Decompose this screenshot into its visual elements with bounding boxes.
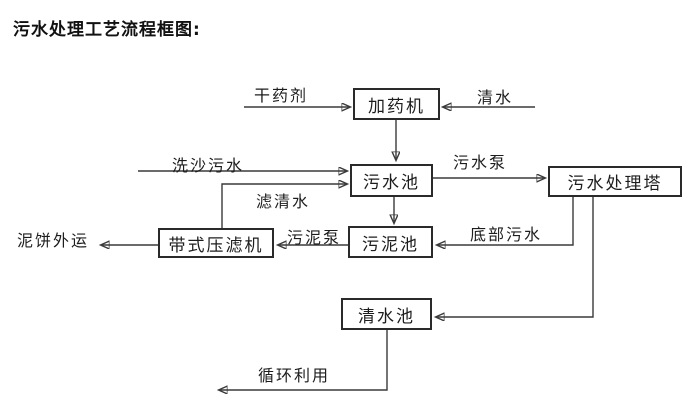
edge-label-sludge-pump: 污泥泵 [287, 228, 342, 247]
node-sewage-pool: 污水池 [350, 164, 433, 197]
edge-label-clear-water: 清水 [477, 88, 514, 107]
edge-label-filtered-water: 滤清水 [256, 192, 311, 211]
node-sludge-pool: 污泥池 [348, 226, 433, 258]
edge-label-dry-chemical: 干药剂 [254, 86, 309, 105]
node-treatment-tower: 污水处理塔 [548, 166, 682, 197]
edge-label-bottom-sewage: 底部污水 [470, 225, 543, 244]
arrow-bottom-sewage-to-sludge-pool [437, 197, 574, 245]
edge-label-sewage-pump: 污水泵 [453, 153, 508, 172]
arrow-tower-to-clear-pool [436, 197, 594, 317]
node-clear-water-pool: 清水池 [341, 298, 432, 330]
arrow-recycle-out [219, 330, 388, 390]
diagram-title: 污水处理工艺流程框图: [13, 20, 201, 40]
edge-label-mud-cake-out: 泥饼外运 [17, 231, 90, 250]
node-dosing-machine: 加药机 [353, 88, 440, 120]
node-belt-filter-press: 带式压滤机 [158, 228, 274, 258]
arrow-filtered-water-to-sewage-pool [221, 184, 347, 228]
edge-label-sand-washing-sewage: 洗沙污水 [172, 156, 245, 175]
edge-label-recycle-use: 循环利用 [258, 366, 331, 385]
